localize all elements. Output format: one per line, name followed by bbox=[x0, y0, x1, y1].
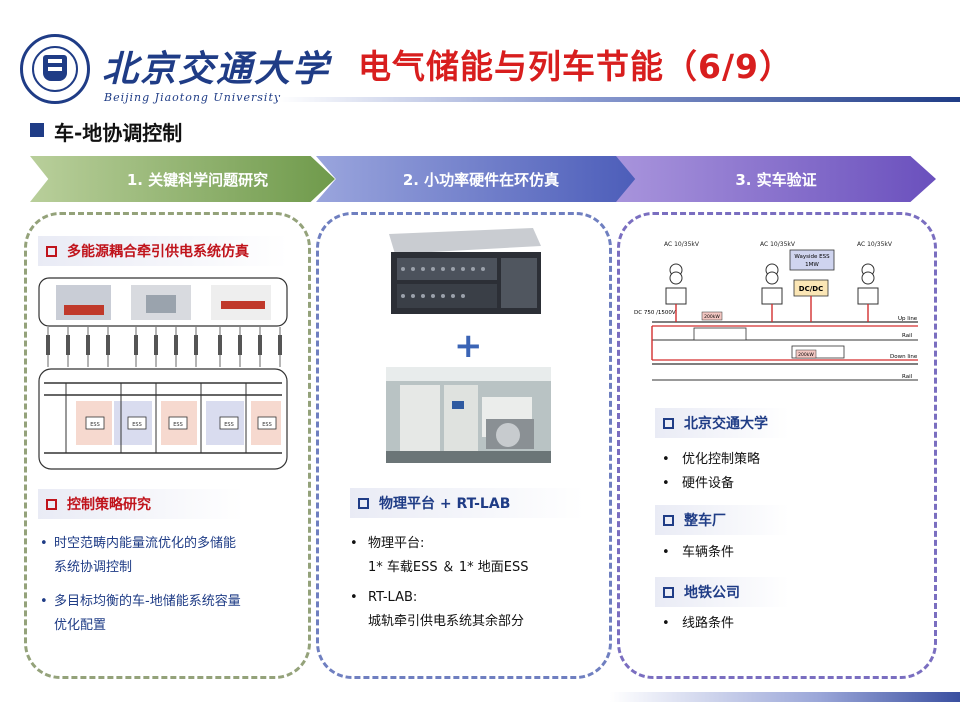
step-3-label: 3. 实车验证 bbox=[735, 170, 817, 189]
bullet-square-icon bbox=[663, 417, 674, 429]
vehicle-maker-tag-label: 整车厂 bbox=[684, 513, 726, 529]
platform-item-2: •RT-LAB: 城轨牵引供电系统其余部分 bbox=[350, 590, 525, 629]
bullet-square-icon bbox=[46, 245, 57, 257]
step-2-chevron: 2. 小功率硬件在环仿真 bbox=[316, 156, 646, 202]
simulation-tag-label: 多能源耦合牵引供电系统仿真 bbox=[67, 244, 249, 260]
svg-text:ESS: ESS bbox=[90, 422, 100, 428]
svg-text:ESS: ESS bbox=[224, 422, 234, 428]
footer-bar bbox=[610, 692, 960, 702]
svg-text:ESS: ESS bbox=[132, 422, 142, 428]
svg-text:AC 10/35kV: AC 10/35kV bbox=[760, 241, 796, 248]
metro-power-supply-diagram: AC 10/35kV AC 10/35kV AC 10/35kV Wayside… bbox=[634, 241, 918, 381]
university-english-name: Beijing Jiaotong University bbox=[104, 91, 282, 104]
bjtu-tag-label: 北京交通大学 bbox=[684, 416, 768, 432]
field-verification-panel bbox=[617, 212, 937, 679]
bjtu-item-1: •优化控制策略 bbox=[662, 452, 761, 467]
svg-text:Rail: Rail bbox=[902, 333, 913, 339]
svg-text:Wayside ESS: Wayside ESS bbox=[794, 254, 830, 260]
control-strategy-label: 控制策略研究 bbox=[67, 497, 151, 513]
simulation-tag: 多能源耦合牵引供电系统仿真 bbox=[38, 236, 288, 266]
svg-text:AC 10/35kV: AC 10/35kV bbox=[857, 241, 893, 248]
step-1-label: 1. 关键科学问题研究 bbox=[126, 170, 269, 189]
svg-text:ESS: ESS bbox=[173, 422, 183, 428]
step-1-chevron: 1. 关键科学问题研究 bbox=[30, 156, 335, 202]
svg-text:1MW: 1MW bbox=[805, 262, 819, 268]
bullet-square-icon bbox=[46, 498, 57, 510]
svg-text:DC/DC: DC/DC bbox=[799, 285, 823, 293]
step-3-chevron: 3. 实车验证 bbox=[616, 156, 936, 202]
svg-text:ESS: ESS bbox=[262, 422, 272, 428]
platform-tag-label: 物理平台 + RT-LAB bbox=[379, 496, 511, 512]
bjtu-item-2: •硬件设备 bbox=[662, 476, 735, 491]
page-title: 电气储能与列车节能（6/9） bbox=[358, 47, 793, 86]
control-strategy-tag: 控制策略研究 bbox=[38, 489, 244, 519]
svg-text:Down line: Down line bbox=[890, 354, 918, 360]
svg-text:AC 10/35kV: AC 10/35kV bbox=[664, 241, 700, 248]
hil-simulation-panel bbox=[316, 212, 612, 679]
svg-text:Rail: Rail bbox=[902, 374, 913, 380]
svg-text:200kW: 200kW bbox=[798, 352, 814, 358]
strategy-bullet-2: •多目标均衡的车-地储能系统容量 优化配置 bbox=[40, 594, 241, 633]
research-panel bbox=[24, 212, 311, 679]
section-title: 车-地协调控制 bbox=[54, 121, 183, 145]
bullet-square-icon bbox=[663, 586, 674, 598]
metro-company-tag: 地铁公司 bbox=[655, 577, 789, 607]
university-seal-logo bbox=[20, 34, 90, 104]
platform-item-1: •物理平台: 1* 车载ESS ＆ 1* 地面ESS bbox=[350, 536, 529, 575]
bjtu-tag: 北京交通大学 bbox=[655, 408, 789, 438]
svg-text:DC 750 /1500V: DC 750 /1500V bbox=[634, 310, 676, 316]
platform-tag: 物理平台 + RT-LAB bbox=[350, 488, 584, 518]
svg-text:200kW: 200kW bbox=[704, 314, 720, 320]
metro-company-tag-label: 地铁公司 bbox=[684, 585, 740, 601]
bullet-square-icon bbox=[663, 514, 674, 526]
metro-company-item-1: •线路条件 bbox=[662, 616, 735, 631]
physical-platform-photo bbox=[386, 367, 551, 463]
traction-power-system-diagram: ESS ESS ESS ESS ESS bbox=[38, 277, 288, 470]
header-divider bbox=[278, 97, 960, 102]
vehicle-maker-tag: 整车厂 bbox=[655, 505, 789, 535]
bullet-square-icon bbox=[358, 497, 369, 509]
step-2-label: 2. 小功率硬件在环仿真 bbox=[402, 170, 560, 189]
plus-icon: + bbox=[454, 326, 483, 366]
section-marker-icon bbox=[30, 123, 44, 137]
rt-lab-simulator-photo bbox=[389, 228, 541, 314]
strategy-bullet-1: •时空范畴内能量流优化的多储能 系统协调控制 bbox=[40, 536, 237, 575]
svg-text:Up line: Up line bbox=[898, 316, 918, 322]
vehicle-maker-item-1: •车辆条件 bbox=[662, 545, 735, 560]
university-name-logo: 北京交通大学 bbox=[102, 48, 331, 90]
